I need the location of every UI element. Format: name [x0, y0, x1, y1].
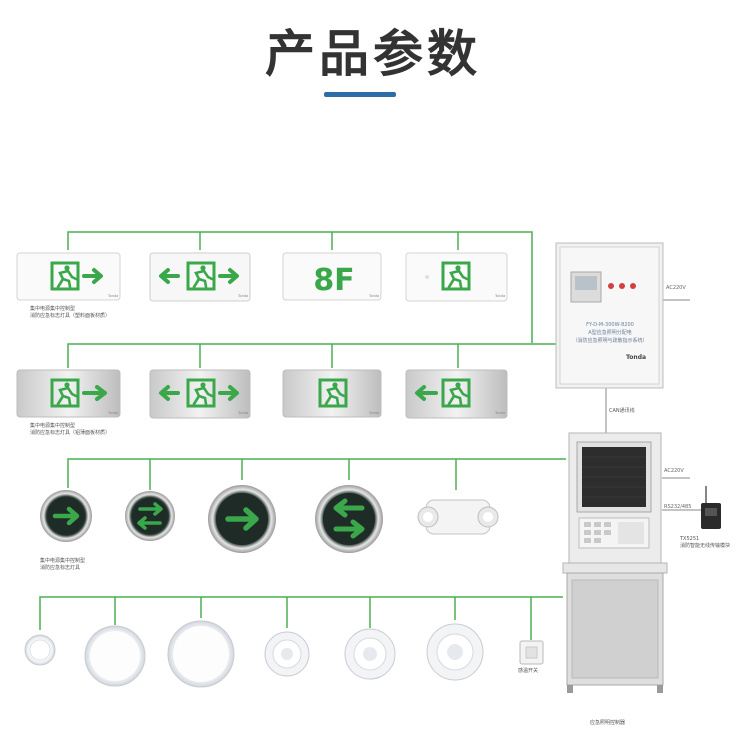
svg-text:Tonda: Tonda	[237, 294, 248, 298]
row1-sign-1	[16, 252, 121, 301]
svg-text:Tonda: Tonda	[368, 411, 379, 415]
controller-cabinet	[562, 432, 668, 693]
svg-text:Tonda: Tonda	[368, 294, 379, 298]
row2-sign-2	[149, 369, 251, 419]
row1-caption-line1: 集中电源集中控制型	[30, 306, 76, 312]
temperature-sensor-switch	[519, 640, 544, 665]
page-title: 产品参数	[265, 25, 481, 83]
right-arrow-icon	[82, 268, 103, 284]
running-man-icon	[441, 378, 471, 408]
can-bus-label: CAN通讯线	[609, 408, 635, 414]
row2-caption-line1: 集中电源集中控制型	[30, 423, 76, 429]
downlight-1	[264, 631, 310, 677]
ceiling-lamp-2	[84, 625, 146, 687]
round-sign-2	[125, 491, 175, 541]
left-arrow-icon	[415, 385, 438, 401]
wireless-module-label-2: 消防智能无线传输模块	[680, 543, 731, 549]
signal-lines	[605, 299, 704, 511]
wireless-transmission-module	[701, 486, 721, 529]
row3-caption-line1: 集中电源集中控制型	[40, 558, 86, 564]
right-arrow-icon	[218, 268, 239, 284]
row2-caption-line2: 消防应急标志灯具（铝薄面板材质）	[30, 430, 111, 436]
row2-sign-1	[16, 369, 121, 418]
downlight-3	[426, 623, 484, 681]
right-arrow-icon	[82, 385, 107, 401]
round-sign-4	[315, 485, 383, 553]
svg-text:A型应急照明分配电: A型应急照明分配电	[588, 329, 631, 336]
round-sign-3	[208, 485, 276, 553]
right-arrow-icon	[333, 519, 365, 539]
wireless-module-label-1: TX5251	[680, 536, 700, 542]
running-man-icon	[50, 378, 80, 408]
svg-text:FY-D-M-300W-8200: FY-D-M-300W-8200	[586, 322, 634, 328]
svg-text:Tonda: Tonda	[107, 411, 118, 415]
row2-sign-4	[405, 369, 508, 419]
row3-caption-line2: 消防应急标志灯具	[40, 565, 81, 571]
right-arrow-icon	[138, 502, 163, 516]
power-box-ac-label: AC220V	[666, 285, 686, 291]
row1-sign-4	[405, 252, 508, 302]
svg-text:Tonda: Tonda	[494, 411, 505, 415]
running-man-icon	[50, 261, 80, 291]
sensor-switch-label: 感温开关	[518, 668, 539, 674]
twin-head-emergency-light	[417, 499, 499, 535]
right-arrow-icon	[52, 506, 80, 526]
running-man-icon	[318, 378, 348, 408]
wiring	[39, 231, 566, 640]
round-sign-1	[40, 490, 92, 542]
left-arrow-icon	[137, 516, 162, 530]
controller-ac-label: AC220V	[664, 468, 684, 474]
left-arrow-icon	[159, 268, 180, 284]
ceiling-lamp-3	[167, 620, 235, 688]
left-arrow-icon	[333, 498, 365, 518]
row2-sign-3	[282, 369, 382, 418]
left-arrow-icon	[159, 385, 180, 401]
svg-text:Tonda: Tonda	[237, 411, 248, 415]
row1-sign-2	[149, 252, 251, 302]
right-arrow-icon	[225, 507, 259, 531]
svg-text:Tonda: Tonda	[494, 294, 505, 298]
controller-caption: 应急照明控制器	[590, 720, 626, 726]
running-man-icon	[186, 261, 216, 291]
running-man-icon	[186, 378, 216, 408]
ceiling-lamp-1	[24, 634, 56, 666]
title-underline	[324, 92, 396, 97]
downlight-2	[344, 628, 396, 680]
power-distribution-box: FY-D-M-300W-8200 A型应急照明分配电 （消防应急照明与疏散指示系…	[555, 242, 664, 389]
rs-interface-label: RS232/485	[664, 504, 692, 510]
row1-caption-line2: 消防应急标志灯具（塑料面板材质）	[30, 313, 111, 319]
running-man-icon	[441, 261, 471, 291]
floor-number: 8F	[313, 263, 354, 298]
svg-text:（消防应急照明与疏散指示系统）: （消防应急照明与疏散指示系统）	[572, 337, 647, 344]
svg-text:Tonda: Tonda	[626, 354, 646, 361]
row1-sign-3: 8F	[282, 252, 382, 301]
svg-text:Tonda: Tonda	[107, 294, 118, 298]
right-arrow-icon	[218, 385, 239, 401]
